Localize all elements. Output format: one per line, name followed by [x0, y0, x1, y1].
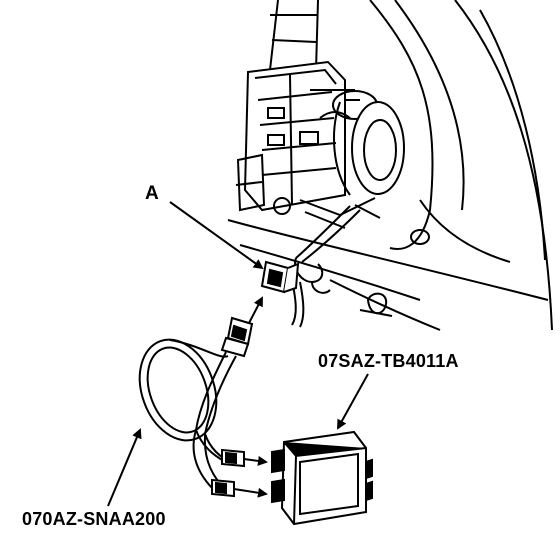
connector-a — [260, 260, 300, 294]
body-panel — [227, 0, 553, 331]
connect-arrow — [247, 296, 263, 326]
leader-lines — [107, 201, 369, 507]
retractor-lead — [291, 205, 393, 328]
harness-plug — [220, 316, 254, 358]
srs-tester-box — [271, 430, 373, 526]
harness-cable — [138, 338, 237, 489]
callout-a-label: A — [145, 183, 159, 204]
tester-part-number-label: 07SAZ-TB4011A — [318, 351, 459, 371]
seat-belt-webbing — [269, 0, 319, 71]
harness-part-number-label: 070AZ-SNAA200 — [22, 509, 166, 529]
belt-retractor — [235, 60, 405, 229]
tester-plugs — [211, 448, 268, 498]
